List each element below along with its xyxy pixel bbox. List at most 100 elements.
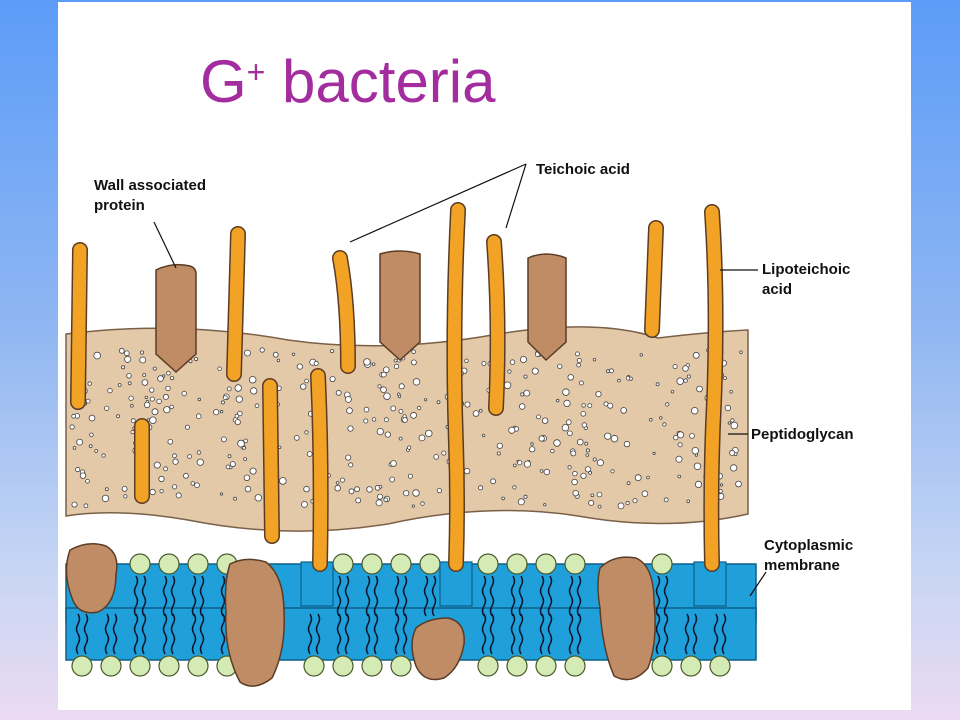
peptidoglycan-granule	[543, 468, 550, 476]
lipid-head	[651, 553, 673, 575]
peptidoglycan-granule	[609, 368, 614, 374]
teichoic-acid-rod	[487, 235, 505, 415]
peptidoglycan-granule	[676, 377, 684, 385]
lipid-tail	[373, 613, 379, 655]
peptidoglycan-granule	[536, 414, 541, 420]
peptidoglycan-granule	[478, 485, 484, 491]
peptidoglycan-granule	[670, 390, 675, 394]
lipid-head	[390, 553, 412, 575]
peptidoglycan-granule	[85, 398, 91, 404]
peptidoglycan-granule	[617, 502, 625, 510]
lipid-head	[361, 553, 383, 575]
peptidoglycan-granule	[523, 494, 528, 499]
peptidoglycan-granule	[596, 459, 604, 467]
peptidoglycan-granule	[304, 378, 309, 384]
peptidoglycan-granule	[575, 351, 580, 357]
peptidoglycan-granule	[243, 474, 251, 481]
peptidoglycan-granule	[739, 350, 743, 354]
lipid-head	[680, 655, 702, 677]
lipid-head	[332, 655, 354, 677]
lipid-tail	[336, 575, 342, 617]
label-peptidoglycan: Peptidoglycan	[751, 426, 854, 443]
lipid-tail	[220, 575, 226, 617]
peptidoglycan-granule	[384, 431, 391, 438]
peptidoglycan-granule	[478, 408, 483, 413]
anchor-block	[439, 561, 473, 607]
lipid-head	[332, 553, 354, 575]
peptidoglycan-granule	[646, 475, 650, 480]
peptidoglycan-granule	[623, 440, 631, 448]
peptidoglycan-granule	[550, 448, 555, 454]
wall-protein	[527, 253, 567, 362]
lipid-tail	[489, 613, 495, 655]
lipid-head	[158, 655, 180, 677]
peptidoglycan-granule	[553, 439, 561, 447]
peptidoglycan-granule	[730, 421, 739, 430]
peptidoglycan-granule	[344, 395, 352, 403]
peptidoglycan-granule	[366, 486, 373, 493]
peptidoglycan-granule	[576, 357, 582, 363]
peptidoglycan-granule	[587, 403, 593, 409]
peptidoglycan-granule	[190, 481, 195, 486]
lipid-tail	[692, 613, 698, 655]
peptidoglycan-granule	[729, 449, 736, 456]
peptidoglycan-granule	[584, 441, 589, 446]
peptidoglycan-granule	[596, 491, 603, 498]
peptidoglycan-granule	[412, 489, 420, 497]
peptidoglycan-granule	[590, 493, 595, 498]
peptidoglycan-granule	[259, 347, 265, 353]
peptidoglycan-granule	[158, 475, 165, 483]
cell-wall-diagram: Wall associated protein Teichoic acid Li…	[65, 161, 854, 687]
peptidoglycan-granule	[610, 469, 615, 474]
lipid-tail	[112, 613, 118, 655]
peptidoglycan-granule	[662, 422, 667, 427]
peptidoglycan-granule	[727, 421, 731, 425]
peptidoglycan-granule	[363, 358, 371, 366]
peptidoglycan-granule	[390, 405, 397, 412]
peptidoglycan-granule	[735, 480, 742, 488]
lipid-tail	[315, 613, 321, 655]
peptidoglycan-granule	[375, 499, 383, 507]
peptidoglycan-granule	[71, 413, 76, 419]
peptidoglycan-granule	[149, 416, 157, 424]
peptidoglycan-granule	[436, 400, 441, 405]
peptidoglycan-granule	[383, 497, 389, 503]
peptidoglycan-granule	[175, 492, 182, 499]
peptidoglycan-granule	[724, 404, 732, 412]
peptidoglycan-granule	[719, 483, 724, 487]
lipid-tail	[199, 613, 205, 655]
peptidoglycan-granule	[686, 499, 690, 504]
peptidoglycan-granule	[243, 457, 248, 462]
peptidoglycan-granule	[383, 392, 391, 400]
peptidoglycan-granule	[718, 489, 723, 494]
lipid-head	[187, 655, 209, 677]
lipid-tail	[431, 575, 437, 617]
leader-teichoic-1	[349, 163, 527, 243]
peptidoglycan-granule	[197, 397, 201, 402]
peptidoglycan-granule	[139, 356, 147, 364]
peptidoglycan-granule	[634, 474, 642, 482]
wall-protein	[379, 250, 421, 362]
lipid-tail	[104, 613, 110, 655]
peptidoglycan-granule	[141, 379, 149, 386]
peptidoglycan-granule	[234, 419, 241, 426]
peptidoglycan-granule	[244, 485, 252, 493]
peptidoglycan-granule	[363, 406, 370, 413]
lipid-head	[535, 655, 557, 677]
slide: G+ bacteria	[58, 2, 911, 710]
peptidoglycan-granule	[503, 381, 512, 390]
lipid-tail	[220, 613, 226, 655]
lipid-tail	[191, 613, 197, 655]
peptidoglycan-granule	[677, 474, 681, 479]
label-lipoteichoic-2: acid	[762, 281, 792, 298]
peptidoglycan-granule	[335, 389, 342, 396]
lipid-tail	[307, 613, 313, 655]
lipid-head	[158, 553, 180, 575]
lipid-tail	[663, 613, 669, 655]
peptidoglycan-granule	[151, 408, 159, 416]
membrane-protein	[411, 617, 465, 681]
peptidoglycan-granule	[607, 402, 614, 409]
peptidoglycan-granule	[632, 498, 638, 504]
lipid-tail	[568, 613, 574, 655]
lipid-head	[651, 655, 673, 677]
